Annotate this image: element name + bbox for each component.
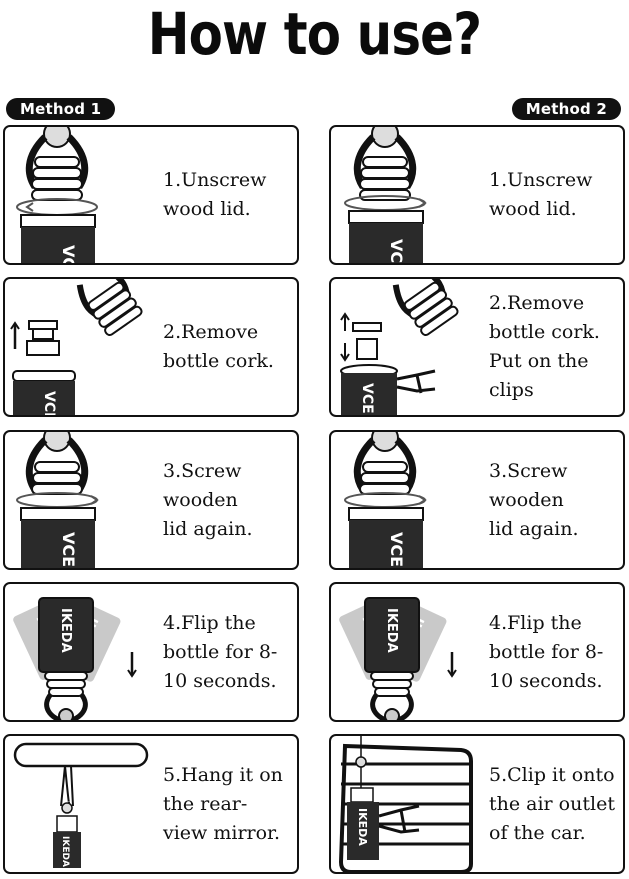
brand-label: VCE	[359, 383, 375, 414]
step-text: 4.Flip the bottle for 8- 10 seconds.	[489, 611, 604, 692]
brand-label: IKEDA	[356, 808, 369, 846]
air-vent-clip-icon: IKEDA	[338, 736, 473, 872]
flip-bottle-icon: IKEDA IKEDA IKEDA	[13, 597, 137, 720]
method-1-step-1-card: VCE 1.Unscrew wood lid.	[3, 125, 299, 265]
brand-label: VCE	[59, 245, 78, 265]
step-text: 5.Clip it onto the air outlet of the car…	[489, 763, 615, 844]
page-title: How to use?	[147, 0, 482, 68]
method-1-step-3-card: VCE 3.Screw wooden lid again.	[3, 430, 299, 570]
flip-bottle-icon: IKEDA IKEDA IKEDA	[339, 597, 457, 720]
brand-label: VCE	[41, 391, 57, 417]
step-text: 5.Hang it on the rear- view mirror.	[163, 763, 283, 844]
method-2-step-3-card: VCE 3.Screw wooden lid again.	[329, 430, 625, 570]
step-text: 1.Unscrew wood lid.	[163, 169, 267, 220]
step-text: 2.Remove bottle cork.	[163, 321, 274, 372]
remove-cork-clip-icon: VCE	[340, 279, 459, 415]
method-1-badge: Method 1	[6, 98, 116, 120]
method-2-step-5-card: IKEDA 5.Clip it onto the air outlet of t…	[329, 734, 625, 874]
step-text: 4.Flip the bottle for 8- 10 seconds.	[163, 611, 278, 692]
remove-cork-icon: VCE	[10, 279, 143, 417]
unscrew-lid-icon: VCE	[16, 127, 98, 265]
step-text: 3.Screw wooden lid again.	[489, 459, 579, 540]
brand-label: IKEDA	[384, 608, 399, 653]
method-1-step-5-card: IKEDA 5.Hang it on the rear- view mirror…	[3, 734, 299, 874]
step-text: 3.Screw wooden lid again.	[163, 459, 253, 540]
method-2-badge: Method 2	[511, 98, 621, 120]
brand-label: VCE	[59, 532, 78, 567]
screw-lid-icon: VCE	[16, 432, 99, 568]
step-text: 2.Remove bottle cork. Put on the clips	[489, 292, 600, 401]
brand-label: VCE	[387, 532, 406, 567]
brand-label: VCE	[387, 239, 406, 265]
method-1-step-4-card: IKEDA IKEDA IKEDA 4.Flip the bottle for …	[3, 582, 299, 722]
method-2-step-2-card: VCE 2.Remove bottle cork. Put on the cli…	[329, 277, 625, 417]
method-1-step-2-card: VCE 2.Remove bottle cork.	[3, 277, 299, 417]
rearview-mirror-icon: IKEDA	[13, 742, 149, 868]
method-2-step-4-card: IKEDA IKEDA IKEDA 4.Flip the bottle for …	[329, 582, 625, 722]
method-2-step-1-card: VCE 1.Unscrew wood lid.	[329, 125, 625, 265]
screw-lid-icon: VCE	[344, 432, 427, 568]
step-text: 1.Unscrew wood lid.	[489, 169, 593, 220]
unscrew-lid-icon: VCE	[344, 127, 427, 265]
brand-label: IKEDA	[60, 836, 70, 867]
brand-label: IKEDA	[58, 608, 73, 653]
